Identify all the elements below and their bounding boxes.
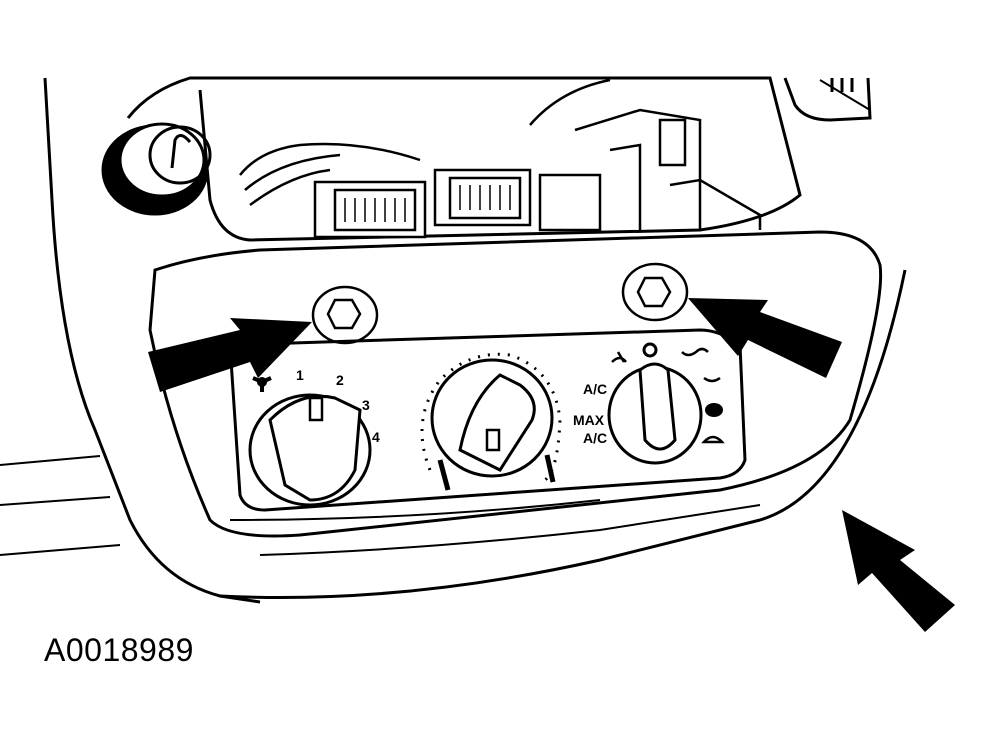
blower-knob[interactable] (248, 393, 372, 507)
blower-speed-3: 3 (362, 397, 370, 413)
panel-vent-icon (611, 351, 627, 363)
mode-label-max: MAX (573, 412, 605, 428)
defrost-icon (701, 435, 725, 444)
mode-label-ac: A/C (583, 381, 607, 397)
blower-speed-2: 2 (336, 372, 344, 388)
right-screw (621, 262, 689, 322)
mode-knob[interactable] (607, 342, 703, 465)
fan-icon (252, 376, 272, 392)
wiring-cavity (239, 78, 762, 239)
right-screw-arrow (688, 298, 842, 378)
control-panel-bezel (148, 230, 883, 556)
left-screw (311, 285, 379, 345)
blower-speed-4: 4 (372, 429, 380, 445)
floor-defrost-icon (705, 403, 723, 417)
temperature-scale-icon (437, 454, 556, 491)
blower-speed-1: 1 (296, 367, 304, 383)
left-screw-arrow (148, 318, 312, 392)
panel-floor-icon (681, 347, 709, 357)
lighter-socket (101, 122, 212, 216)
temperature-knob[interactable] (420, 352, 562, 482)
mode-label-max-ac: A/C (583, 430, 607, 446)
floor-icon (703, 376, 721, 383)
bezel-arrow (842, 510, 955, 632)
figure-id: A0018989 (44, 632, 194, 668)
upper-right-component (783, 77, 872, 122)
